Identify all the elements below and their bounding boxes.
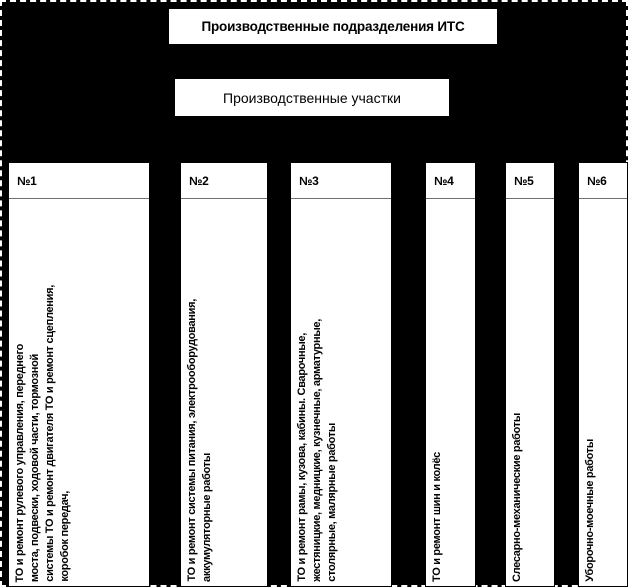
column-3-line-1: ТО и ремонт рамы, кузова, кабины. Свароч… (296, 333, 308, 582)
column-header-5: №5 (506, 163, 554, 199)
column-text-3: ТО и ремонт рамы, кузова, кабины. Свароч… (291, 199, 391, 586)
column-2-line-1: ТО и ремонт системы питания, электрообор… (186, 299, 198, 582)
column-text-4: ТО и ремонт шин и колёс (426, 199, 475, 586)
column-text-2: ТО и ремонт системы питания, электрообор… (181, 199, 267, 586)
column-body-3: ТО и ремонт рамы, кузова, кабины. Свароч… (291, 199, 391, 586)
column-node-5[interactable]: №5 Слесарно-механические работы (505, 162, 555, 587)
column-node-4[interactable]: №4 ТО и ремонт шин и колёс (425, 162, 476, 587)
column-body-6: Уборочно-моечные работы (579, 199, 627, 586)
column-text-1: ТО и ремонт рулевого управления, передне… (9, 199, 149, 586)
root-node-production-units[interactable]: Производственные подразделения ИТС (168, 8, 498, 45)
column-1-line-2: моста, подвески, ходовой части, тормозно… (29, 353, 41, 582)
column-header-6: №6 (579, 163, 627, 199)
column-body-1: ТО и ремонт рулевого управления, передне… (9, 199, 149, 586)
column-header-4: №4 (426, 163, 475, 199)
column-1-line-1: ТО и ремонт рулевого управления, передне… (14, 343, 26, 582)
column-1-line-4: коробок передач, (59, 491, 71, 582)
column-body-2: ТО и ремонт системы питания, электрообор… (181, 199, 267, 586)
column-header-3: №3 (291, 163, 391, 199)
column-text-5: Слесарно-механические работы (506, 199, 554, 586)
column-2-line-2: аккумуляторные работы (201, 453, 213, 582)
column-3-line-3: столярные, малярные работы (326, 423, 338, 582)
column-3-line-2: жестяницкие, медницкие, кузнечные, армат… (311, 319, 323, 582)
column-body-4: ТО и ремонт шин и колёс (426, 199, 475, 586)
columns-container: №1 ТО и ремонт рулевого управления, пере… (2, 162, 628, 587)
column-header-2: №2 (181, 163, 267, 199)
column-node-3[interactable]: №3 ТО и ремонт рамы, кузова, кабины. Сва… (290, 162, 392, 587)
level2-node-production-areas[interactable]: Производственные участки (174, 78, 450, 117)
column-4-line-1: ТО и ремонт шин и колёс (431, 452, 443, 582)
column-1-line-3: системы ТО и ремонт двигателя ТО и ремон… (44, 285, 56, 582)
column-node-6[interactable]: №6 Уборочно-моечные работы (578, 162, 628, 587)
column-body-5: Слесарно-механические работы (506, 199, 554, 586)
column-node-2[interactable]: №2 ТО и ремонт системы питания, электроо… (180, 162, 268, 587)
level2-node-label: Производственные участки (223, 89, 401, 106)
column-node-1[interactable]: №1 ТО и ремонт рулевого управления, пере… (8, 162, 150, 587)
column-5-line-1: Слесарно-механические работы (511, 412, 523, 582)
root-node-label: Производственные подразделения ИТС (201, 19, 465, 34)
column-header-1: №1 (9, 163, 149, 199)
column-text-6: Уборочно-моечные работы (579, 199, 627, 586)
column-6-line-1: Уборочно-моечные работы (584, 439, 596, 582)
